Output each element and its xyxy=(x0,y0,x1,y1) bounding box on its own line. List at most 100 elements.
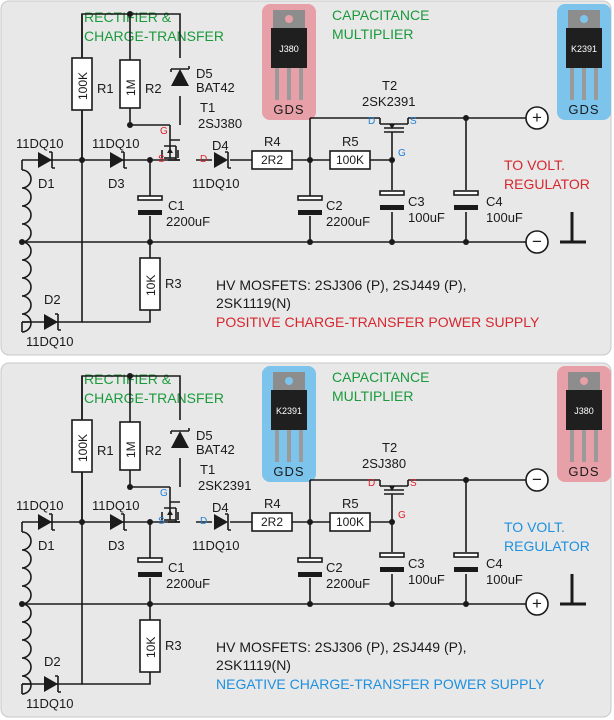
t1-mosfet-icon xyxy=(161,501,180,522)
mosfet-note-line-1: HV MOSFETS: 2SJ306 (P), 2SJ449 (P), xyxy=(216,639,467,655)
multiplier-heading-line-1: CAPACITANCE xyxy=(332,7,430,23)
c4-label: C4 xyxy=(486,194,503,209)
right-badge-pin-order: GDS xyxy=(568,102,599,117)
d1-diode-icon xyxy=(38,151,55,169)
d3-value: 11DQ10 xyxy=(92,136,139,151)
c2-label: C2 xyxy=(326,560,343,575)
r4-value: 2R2 xyxy=(261,153,283,167)
bottom-terminal: + xyxy=(532,594,542,613)
t2-source-pin: S xyxy=(410,116,417,127)
c1-value: 2200uF xyxy=(166,214,210,229)
c3-capacitor-icon xyxy=(379,190,405,210)
to-220-package-icon: K2391 GDS xyxy=(262,366,316,482)
d5-label: D5 xyxy=(196,66,213,81)
to-220-package-icon: J380 GDS xyxy=(262,4,316,120)
c4-capacitor-icon xyxy=(453,190,479,210)
r2-value: 1M xyxy=(124,441,138,458)
d3-label: D3 xyxy=(108,176,125,191)
r4-label: R4 xyxy=(264,134,281,149)
t1-value: 2SJ380 xyxy=(198,116,242,131)
r1-value: 100K xyxy=(76,434,90,462)
to-220-package-icon: J380 GDS xyxy=(557,366,611,482)
t2-drain-pin: D xyxy=(368,478,375,489)
r3-label: R3 xyxy=(165,638,182,653)
d2-diode-icon xyxy=(44,313,61,331)
t1-gate-pin: G xyxy=(160,126,168,137)
left-badge-pin-order: GDS xyxy=(273,464,304,479)
t2-drain-pin: D xyxy=(368,116,375,127)
c4-capacitor-icon xyxy=(453,552,479,572)
c3-label: C3 xyxy=(408,556,425,571)
t1-value: 2SK2391 xyxy=(198,478,252,493)
t1-source-pin: S xyxy=(158,516,165,527)
t1-gate-pin: G xyxy=(160,488,168,499)
t1-drain-pin: D xyxy=(200,516,207,527)
c2-label: C2 xyxy=(326,198,343,213)
regulator-label-line-1: TO VOLT. xyxy=(504,519,565,535)
t1-drain-pin: D xyxy=(200,154,207,165)
rectifier-heading-line-1: RECTIFIER & xyxy=(84,371,172,387)
r5-value: 100K xyxy=(336,153,364,167)
t2-value: 2SK2391 xyxy=(362,94,416,109)
t2-label: T2 xyxy=(382,440,397,455)
c1-value: 2200uF xyxy=(166,576,210,591)
t2-gate-pin: G xyxy=(398,148,406,159)
d5-value: BAT42 xyxy=(196,442,235,457)
r3-value: 10K xyxy=(144,275,158,296)
d1-value: 11DQ10 xyxy=(16,498,63,513)
r3-label: R3 xyxy=(165,276,182,291)
d1-label: D1 xyxy=(38,538,55,553)
r3-value: 10K xyxy=(144,637,158,658)
multiplier-heading-line-2: MULTIPLIER xyxy=(332,26,413,42)
c1-capacitor-icon xyxy=(137,557,163,577)
d2-value: 11DQ10 xyxy=(26,696,73,711)
c4-label: C4 xyxy=(486,556,503,571)
c1-label: C1 xyxy=(168,560,185,575)
d4-diode-icon xyxy=(214,513,231,531)
c2-capacitor-icon xyxy=(297,195,323,215)
r1-label: R1 xyxy=(97,443,114,458)
c1-capacitor-icon xyxy=(137,195,163,215)
panel-caption: POSITIVE CHARGE-TRANSFER POWER SUPPLY xyxy=(216,314,540,330)
r5-label: R5 xyxy=(342,496,359,511)
right-badge-part-marking: K2391 xyxy=(571,44,597,54)
r2-value: 1M xyxy=(124,79,138,96)
regulator-label-line-1: TO VOLT. xyxy=(504,157,565,173)
right-badge-part-marking: J380 xyxy=(574,406,594,416)
d5-diode-icon xyxy=(170,428,190,448)
r4-value: 2R2 xyxy=(261,515,283,529)
d1-diode-icon xyxy=(38,513,55,531)
t2-source-pin: S xyxy=(410,478,417,489)
bottom-terminal: − xyxy=(532,232,542,251)
d4-label: D4 xyxy=(212,500,229,515)
t1-label: T1 xyxy=(200,462,215,477)
mosfet-note-line-2: 2SK1119(N) xyxy=(216,295,291,311)
rectifier-heading-line-2: CHARGE-TRANSFER xyxy=(84,28,224,44)
to-220-package-icon: K2391 GDS xyxy=(557,4,611,120)
left-badge-part-marking: J380 xyxy=(279,44,299,54)
mosfet-note-line-1: HV MOSFETS: 2SJ306 (P), 2SJ449 (P), xyxy=(216,277,467,293)
c2-value: 2200uF xyxy=(326,214,370,229)
right-badge-pin-order: GDS xyxy=(568,464,599,479)
d1-value: 11DQ10 xyxy=(16,136,63,151)
d5-value: BAT42 xyxy=(196,80,235,95)
regulator-label-line-2: REGULATOR xyxy=(504,538,590,554)
d4-value: 11DQ10 xyxy=(192,176,239,191)
c3-value: 100uF xyxy=(408,572,445,587)
r5-value: 100K xyxy=(336,515,364,529)
d2-value: 11DQ10 xyxy=(26,334,73,349)
c4-value: 100uF xyxy=(486,210,523,225)
r1-value: 100K xyxy=(76,72,90,100)
d4-label: D4 xyxy=(212,138,229,153)
c3-label: C3 xyxy=(408,194,425,209)
top-terminal: + xyxy=(532,108,542,127)
c3-capacitor-icon xyxy=(379,552,405,572)
mosfet-note-line-2: 2SK1119(N) xyxy=(216,657,291,673)
c3-value: 100uF xyxy=(408,210,445,225)
positive-supply-panel: RECTIFIER & CHARGE-TRANSFER CAPACITANCE … xyxy=(0,0,612,356)
rectifier-heading-line-1: RECTIFIER & xyxy=(84,9,172,25)
t1-mosfet-icon xyxy=(161,139,180,160)
d1-label: D1 xyxy=(38,176,55,191)
r5-label: R5 xyxy=(342,134,359,149)
